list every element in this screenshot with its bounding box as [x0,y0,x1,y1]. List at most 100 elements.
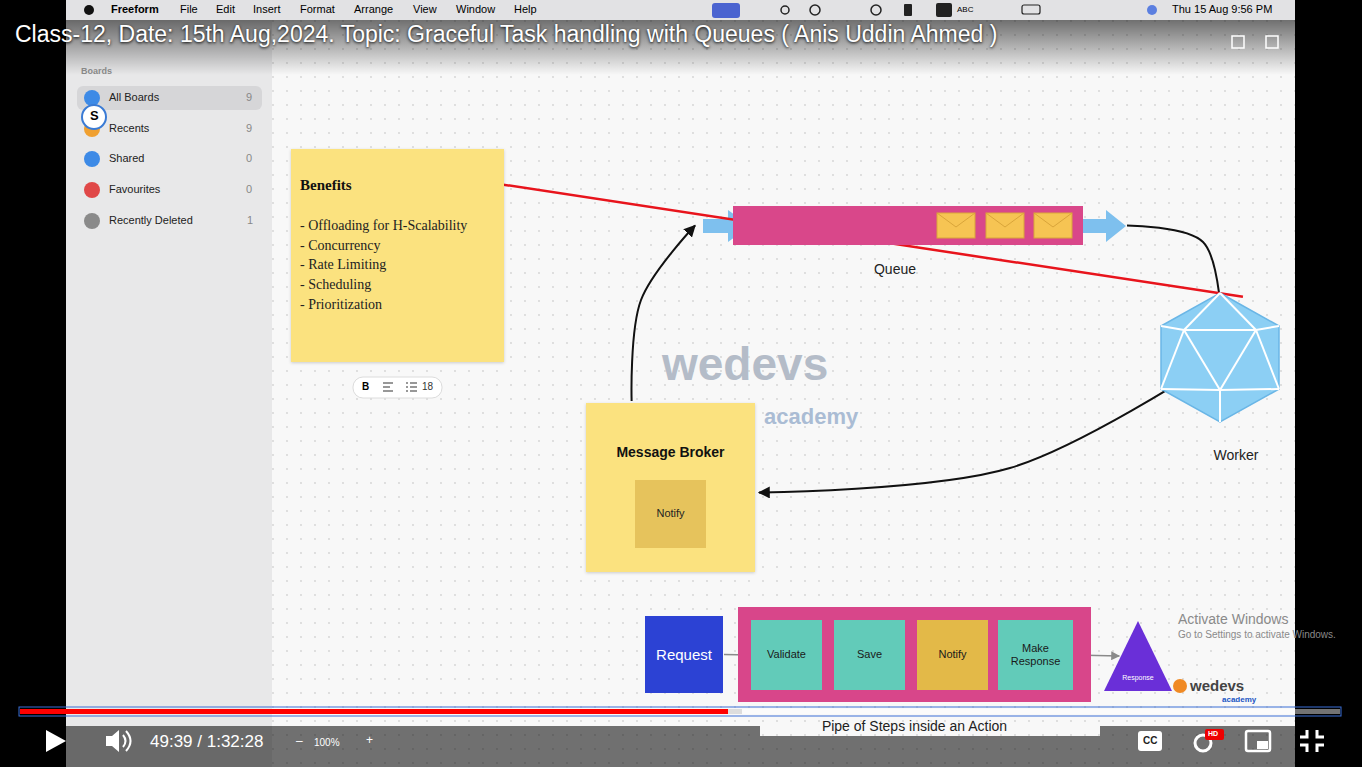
icosahedron-edge [1256,330,1279,389]
watermark: academy [764,404,858,429]
request-box: Request [645,616,723,693]
sidebar-icon [84,213,100,229]
node-body: - Concurrency [300,236,380,256]
sidebar-item: Shared [109,152,144,165]
text-holder: Worker [1214,447,1259,464]
align-icon [383,383,393,391]
node-label: Request [656,646,712,664]
icosahedron-edge [1161,330,1184,389]
menu-item: File [180,3,198,16]
avatar-badge [82,105,106,129]
sidebar-icon [84,90,100,106]
app-window [66,0,1295,767]
icosahedron-edge [1256,326,1279,330]
focus-outline [19,707,1341,716]
menu-item: Format [300,3,335,16]
icosahedron-edge [1220,293,1256,330]
queue-band: Queue [733,206,1083,245]
queue-out-arrow [1083,210,1126,242]
sidebar-item: Favourites [109,183,160,196]
text-holder: Notify [917,620,988,690]
canvas-dots [272,20,1295,767]
envelope [937,213,975,238]
envelope [986,213,1024,238]
play-icon [46,730,66,752]
menu-icon [810,5,820,15]
icosahedron-edge [1184,330,1220,390]
sticky-note: Benefits- Offloading for H-Scalability- … [291,149,504,362]
list-icon [406,383,417,391]
sidebar-item: Recently Deleted [109,214,193,227]
text-holder: Response [1104,674,1172,682]
icosahedron-edge [1220,389,1279,390]
menu-icon [904,4,912,16]
watermark: wedevs [662,338,828,391]
envelope-flap [986,213,1024,227]
menu-item: Insert [253,3,281,16]
progress-played [20,709,728,714]
toolbar-value: 18 [422,381,433,393]
menu-icon [1147,5,1157,15]
menu-item: Edit [216,3,235,16]
miniplayer-icon [1257,741,1268,749]
hd-badge [1205,729,1224,740]
node-label: Worker [1214,447,1259,464]
sidebar-count: 1 [247,214,253,227]
node-label: Save [857,648,882,661]
video-time: 49:39 / 1:32:28 [150,732,263,752]
zoom-button: + [366,734,373,748]
connector [459,178,1243,297]
icosahedron-edge [1220,330,1256,390]
triangle-face [1104,621,1172,691]
envelopes [733,206,1083,245]
icosahedron-edge [1161,389,1220,390]
avatar-letter: S [90,109,99,124]
share-icon [1232,36,1244,48]
captions-icon [1138,731,1162,751]
volume-icon [106,730,119,752]
node-body: - Prioritization [300,295,382,315]
response-triangle: Response [1104,621,1172,691]
icosahedron-edge [1184,293,1220,330]
menu-item: Arrange [354,3,393,16]
sidebar-icon [84,151,100,167]
sidebar-item: All Boards [109,91,159,104]
menu-clock: Thu 15 Aug 9:56 PM [1172,3,1272,16]
sidebar-count: 9 [246,122,252,135]
toolbar-button: B [362,381,369,393]
text-holder: Save [834,620,905,690]
controls-shade [0,726,760,767]
apple-icon [84,5,94,15]
envelope [1034,213,1072,238]
node-label: Queue [874,261,916,278]
node-label: Message Broker [616,444,724,461]
step-box: Notify [635,480,706,548]
menu-icon [936,3,952,17]
os-notice: Go to Settings to activate Windows. [1178,629,1336,641]
selected-row [77,86,262,110]
menu-item: View [413,3,437,16]
text-holder: Notify [635,480,706,548]
node-body: - Scheduling [300,275,371,295]
text-toolbar [353,377,442,398]
menu-bar [66,0,1295,20]
step-box: Make Response [998,620,1073,690]
step-box: Save [834,620,905,690]
menu-item: Window [456,3,495,16]
node-body: - Offloading for H-Scalability [300,216,467,236]
text-holder: Message Broker [586,444,755,461]
node-label: Pipe of Steps inside an Action [822,718,1007,735]
text-holder: Benefits- Offloading for H-Scalability- … [291,149,504,315]
text-holder: Request [645,616,723,693]
os-notice: Activate Windows [1178,611,1288,627]
sidebar-count: 0 [246,152,252,165]
captions-text: CC [1143,735,1157,747]
envelope-flap [1034,213,1072,227]
zoom-value: 100% [314,737,340,749]
logo-mark [1173,679,1187,693]
volume-waves [123,731,131,751]
sidebar-count: 0 [246,183,252,196]
menu-icon [712,3,740,18]
icosahedron-edge [1219,390,1221,422]
